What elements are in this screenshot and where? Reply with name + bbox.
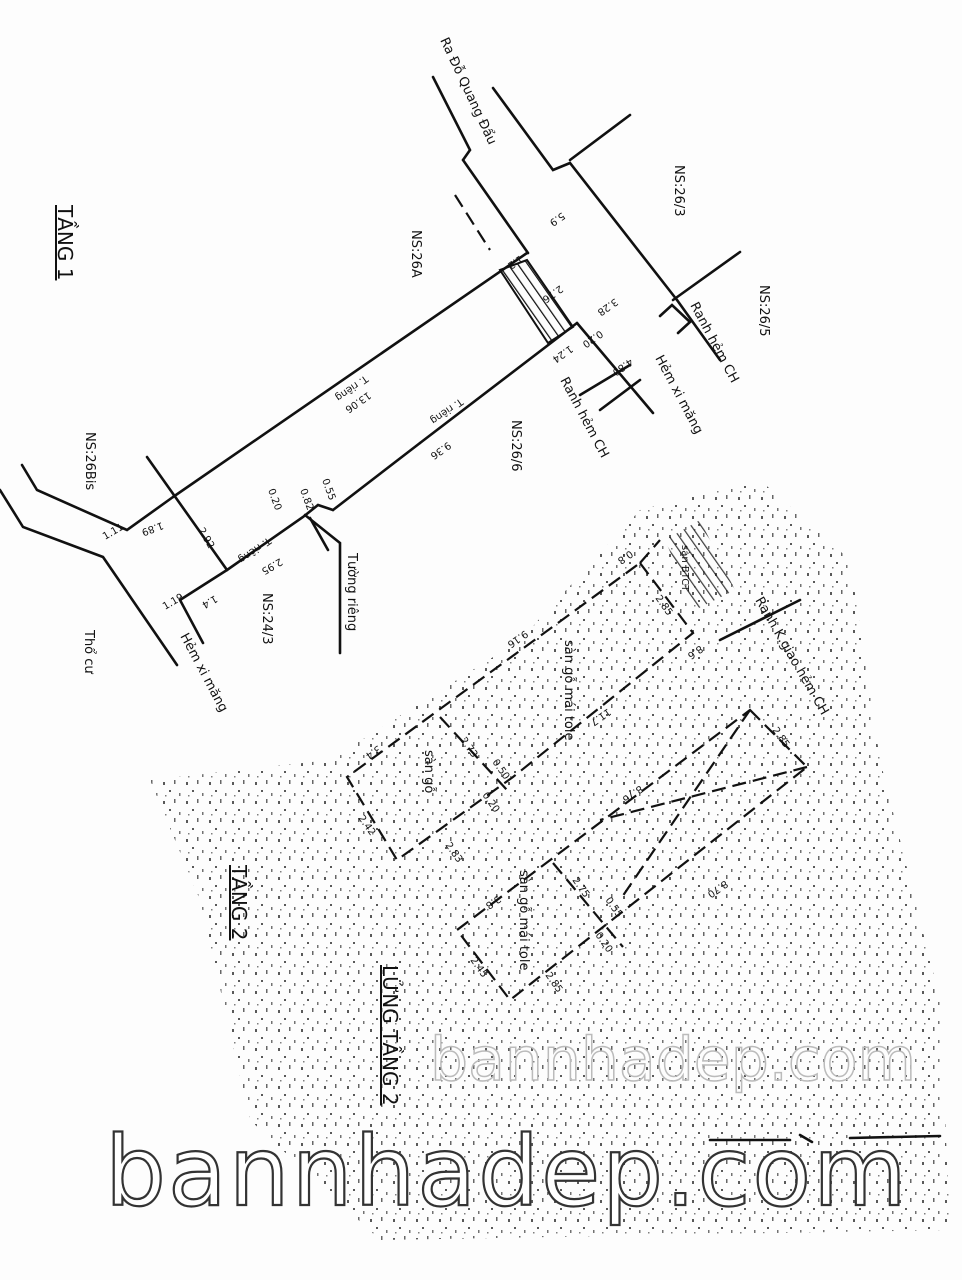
- floor1-title: TẦNG 1: [53, 204, 78, 280]
- land-use-label: Thổ cư: [81, 629, 96, 674]
- room-label: sàn gỗ mái tole: [561, 640, 576, 740]
- wall-label: T. riêng: [236, 534, 274, 566]
- watermark: bannhadep.com: [430, 1025, 916, 1095]
- room-label: sàn BTCT: [679, 545, 691, 592]
- dimension-label: 1.11: [101, 522, 126, 543]
- dimension-label: 9.36: [428, 439, 453, 461]
- dimension-label: 2.95: [259, 555, 284, 576]
- dimension-label: 1.4: [200, 592, 219, 609]
- dimension-label: 0.82: [297, 487, 315, 512]
- hatched-area: [665, 520, 735, 610]
- room-label: sàn gỗ mái tole: [516, 870, 531, 970]
- dimension-label: 2.92: [195, 526, 216, 551]
- neighbor-label: NS:26A: [408, 230, 423, 278]
- dimension-label: 1.24: [550, 343, 575, 365]
- neighbor-label: NS:26/6: [508, 420, 523, 472]
- wall-label: Tường riêng: [344, 552, 359, 631]
- dimension-label: 1.89: [140, 519, 165, 537]
- mezzanine-title: LỬNG TẦNG 2: [378, 965, 403, 1106]
- dimension-label: 0.20: [265, 487, 283, 512]
- floor2-title: TẦNG 2: [227, 864, 252, 940]
- neighbor-label: NS:26Bis: [82, 432, 97, 490]
- neighbor-label: NS:24/3: [259, 593, 274, 645]
- dimension-label: 5.9: [547, 210, 566, 228]
- alley-label: Hẻm xi măng: [651, 353, 705, 437]
- dimension-label: 3.28: [595, 296, 620, 318]
- dimension-label: 1.19: [161, 592, 186, 613]
- dimension-label: 0.55: [319, 477, 337, 502]
- neighbor-label: NS:26/3: [671, 165, 686, 217]
- scale-bar: [708, 1133, 942, 1144]
- floor2-plan: [345, 520, 809, 1002]
- alley-label: Ranh hẻm CH: [556, 375, 611, 461]
- room-label: sàn gỗ: [421, 750, 436, 793]
- floor1-plan: [0, 75, 742, 667]
- watermark: bannhadep.com: [105, 1116, 909, 1228]
- alley-label: Ranh hẻm CH: [686, 300, 741, 386]
- neighbor-label: NS:26/5: [756, 285, 771, 337]
- hatched-area: [498, 258, 575, 345]
- street-label: Ra Đỗ Quang Đẩu: [436, 35, 499, 147]
